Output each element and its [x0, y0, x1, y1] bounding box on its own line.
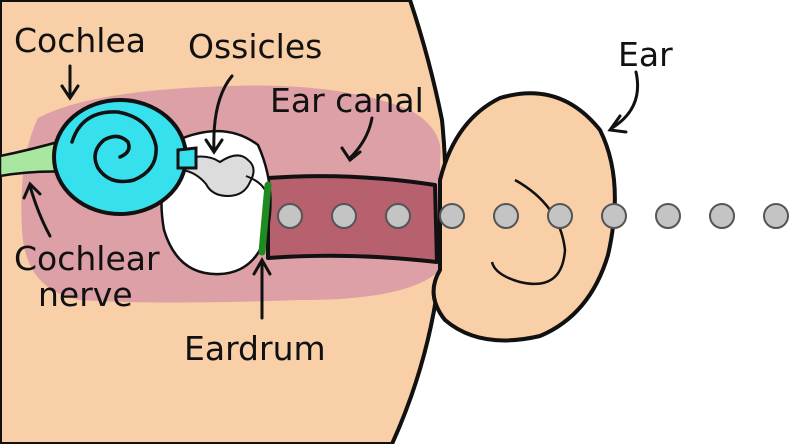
- sound-wave-dot: [709, 203, 735, 229]
- sound-wave-dots: [277, 203, 789, 229]
- label-ossicles: Ossicles: [188, 27, 322, 66]
- ossicles-arrow: [204, 74, 234, 155]
- eardrum-arrow: [252, 256, 272, 320]
- label-cochlear-nerve-line1: Cochlear: [14, 239, 160, 278]
- label-eardrum: Eardrum: [184, 329, 326, 368]
- ossicles: [181, 154, 255, 198]
- sound-wave-dot: [439, 203, 465, 229]
- sound-wave-dot: [385, 203, 411, 229]
- cochlea: [52, 98, 198, 216]
- ear-inner-fold: [490, 178, 567, 286]
- sound-wave-dot: [277, 203, 303, 229]
- label-cochlear-nerve-line2: nerve: [38, 275, 133, 314]
- ear-canal-arrow: [340, 116, 374, 163]
- sound-wave-dot: [547, 203, 573, 229]
- pointer-arrows: [22, 64, 640, 320]
- sound-wave-dot: [493, 203, 519, 229]
- sound-wave-dot: [331, 203, 357, 229]
- label-ear: Ear: [618, 35, 673, 74]
- outer-ear: [431, 91, 617, 343]
- label-ear-canal: Ear canal: [270, 81, 424, 120]
- label-cochlea: Cochlea: [14, 21, 146, 60]
- sound-wave-dot: [601, 203, 627, 229]
- sound-wave-dot: [655, 203, 681, 229]
- cochlea-arrow: [60, 64, 80, 101]
- eardrum: [258, 181, 272, 256]
- cochlear-nerve-arrow: [22, 181, 52, 238]
- ear-arrow: [607, 70, 640, 134]
- cochlea-spiral-line: [70, 110, 158, 184]
- sound-wave-dot: [763, 203, 789, 229]
